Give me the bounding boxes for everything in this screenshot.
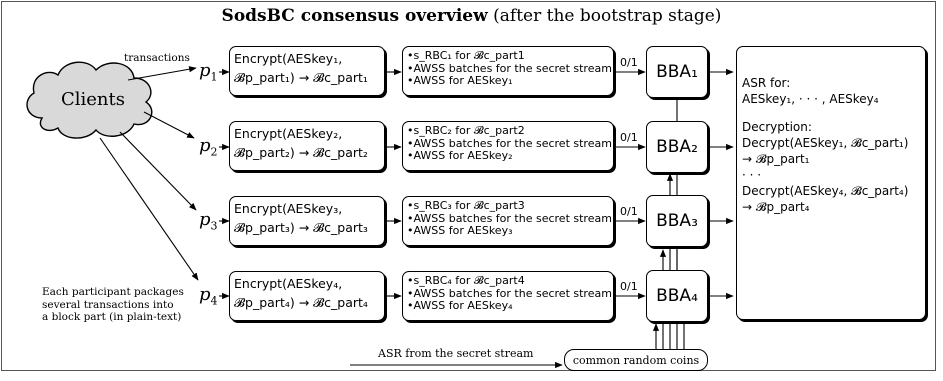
encrypt-box-3: Encrypt(AESkey₃,𝓑p_part₃) → 𝓑c_part₃ [229, 196, 385, 246]
bit-label-3: 0/1 [620, 205, 638, 218]
rbc-box-2: •s_RBC₂ for 𝓑c_part2•AWSS batches for th… [402, 121, 614, 171]
participant-p4: p4 [199, 284, 218, 308]
rbc-box-4: •s_RBC₄ for 𝓑c_part4•AWSS batches for th… [402, 271, 614, 321]
rbc-box-3: •s_RBC₃ for 𝓑c_part3•AWSS batches for th… [402, 196, 614, 246]
title-bold: SodsBC consensus overview [221, 6, 488, 26]
rbc-box-1: •s_RBC₁ for 𝓑c_part1•AWSS batches for th… [402, 46, 614, 96]
title-rest: (after the bootstrap stage) [493, 6, 722, 26]
transactions-label: transactions [124, 52, 190, 64]
bba-box-4: BBA₄ [646, 270, 708, 322]
asr-heading: ASR for: [742, 76, 791, 90]
bit-label-2: 0/1 [620, 131, 638, 144]
bba-box-1: BBA₁ [646, 46, 708, 98]
participant-p3: p3 [199, 209, 218, 233]
decrypt-first-output: → 𝓑p_part₁ [742, 152, 810, 166]
asr-decryption-box: ASR for: AESkey₁, · · · , AESkey₄ Decryp… [736, 46, 926, 320]
decrypt-last-output: → 𝓑p_part₄ [742, 200, 810, 214]
common-coins-box: common random coins [564, 349, 708, 371]
encrypt-box-1: Encrypt(AESkey₁,𝓑p_part₁) → 𝓑c_part₁ [229, 46, 385, 96]
bit-label-4: 0/1 [620, 280, 638, 293]
clients-cloud-shape [26, 61, 153, 139]
decrypt-first: Decrypt(AESkey₁, 𝓑c_part₁) [742, 136, 909, 150]
participant-p2: p2 [199, 135, 218, 159]
row-arrows [219, 68, 734, 300]
participant-note: Each participant packages several transa… [42, 286, 184, 323]
bba-box-3: BBA₃ [646, 195, 708, 247]
bit-label-1: 0/1 [620, 56, 638, 69]
asr-keys: AESkey₁, · · · , AESkey₄ [742, 92, 879, 106]
decrypt-ellipsis: · · · [742, 168, 762, 182]
decrypt-last: Decrypt(AESkey₄, 𝓑c_part₄) [742, 184, 909, 198]
clients-label: Clients [60, 89, 125, 110]
participant-p1: p1 [199, 60, 218, 84]
asr-stream-label: ASR from the secret stream [378, 347, 534, 360]
decryption-heading: Decryption: [742, 120, 812, 134]
diagram-frame [1, 1, 936, 371]
encrypt-box-4: Encrypt(AESkey₄,𝓑p_part₄) → 𝓑c_part₄ [229, 271, 385, 321]
bba-box-2: BBA₂ [646, 121, 708, 173]
diagram-title: SodsBC consensus overview (after the boo… [0, 6, 943, 26]
encrypt-box-2: Encrypt(AESkey₂,𝓑p_part₂) → 𝓑c_part₂ [229, 121, 385, 171]
